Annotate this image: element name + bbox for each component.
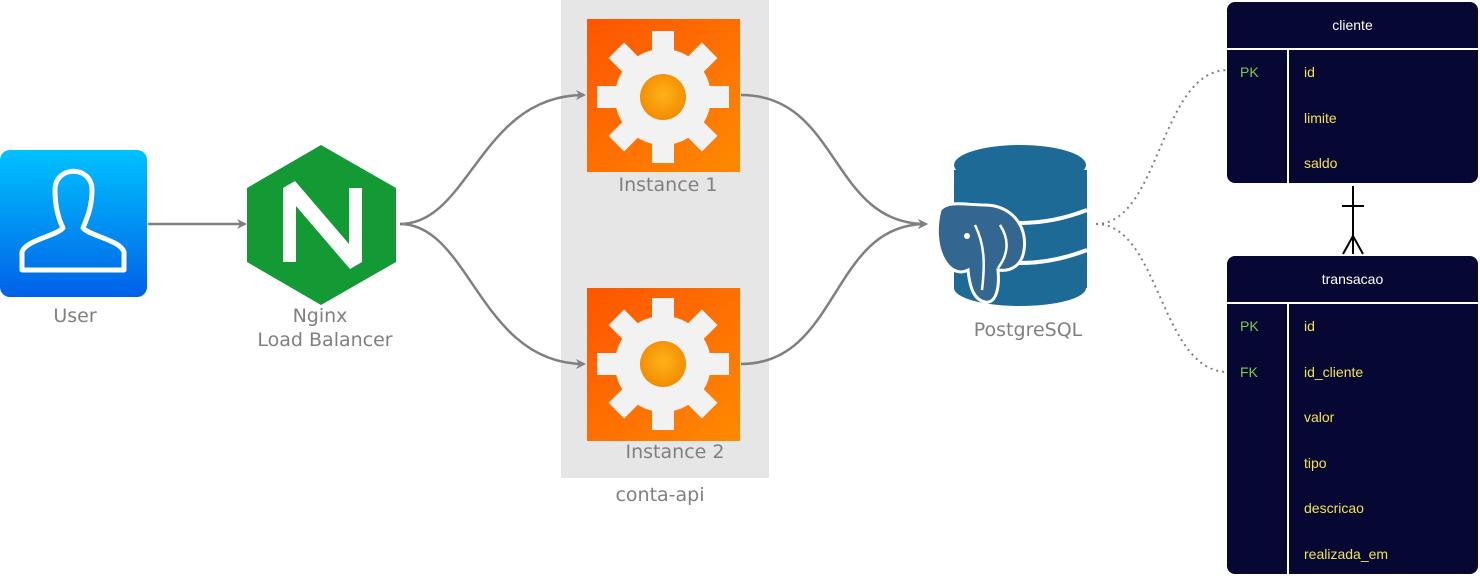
user-icon — [0, 150, 147, 297]
column-name: saldo — [1304, 155, 1338, 171]
column-name: descricao — [1304, 500, 1364, 516]
instance1-gear-icon — [587, 19, 740, 172]
edge-instance2-postgres — [740, 219, 928, 366]
key-marker: PK — [1240, 64, 1259, 80]
column-name: id_cliente — [1304, 363, 1364, 380]
table-transacao-row: tipo — [1227, 441, 1478, 487]
table-cliente-row: saldo — [1227, 141, 1478, 183]
edge-postgres-transacao — [1095, 223, 1229, 373]
edge-nginx-instance2 — [399, 222, 586, 369]
column-name: realizada_em — [1304, 545, 1389, 562]
table-cliente-row: PK id — [1227, 50, 1478, 96]
elephant-icon — [935, 202, 1027, 304]
table-cliente-title: cliente — [1227, 2, 1478, 50]
edge-instance1-postgres — [740, 93, 928, 229]
conta-api-label: conta-api — [615, 484, 705, 506]
column-name: id — [1304, 318, 1315, 334]
table-cliente-divider — [1287, 48, 1289, 183]
column-name: limite — [1304, 109, 1337, 126]
table-transacao-row: descricao — [1227, 486, 1478, 532]
edge-postgres-cliente — [1095, 69, 1229, 225]
table-transacao-title: transacao — [1227, 256, 1478, 304]
column-name: id — [1304, 64, 1315, 80]
column-name: valor — [1304, 409, 1335, 425]
instance1-label: Instance 1 — [618, 174, 718, 196]
edge-nginx-instance1 — [399, 90, 586, 226]
table-transacao-row: valor — [1227, 395, 1478, 441]
column-name: tipo — [1304, 454, 1327, 471]
nginx-icon — [247, 145, 396, 305]
table-transacao-row: PK id — [1227, 304, 1478, 350]
table-transacao-row: FK id_cliente — [1227, 350, 1478, 396]
table-cliente-row: limite — [1227, 96, 1478, 142]
postgresql-label: PostgreSQL — [973, 319, 1083, 341]
key-marker: FK — [1240, 363, 1258, 380]
er-relationship — [1342, 186, 1364, 255]
user-label: User — [53, 305, 97, 327]
table-cliente: cliente PK id limite saldo — [1227, 2, 1478, 183]
table-transacao-divider — [1287, 302, 1289, 574]
instance2-gear-icon — [587, 288, 740, 441]
table-transacao-row: realizada_em — [1227, 532, 1478, 575]
key-marker: PK — [1240, 318, 1259, 334]
nginx-label-line1: Nginx — [292, 305, 348, 327]
postgresql-database-icon — [935, 145, 1088, 306]
instance2-label: Instance 2 — [625, 441, 725, 463]
nginx-label-line2: Load Balancer — [257, 329, 393, 351]
table-transacao: transacao PK id FK id_cliente valor tipo… — [1227, 256, 1478, 574]
